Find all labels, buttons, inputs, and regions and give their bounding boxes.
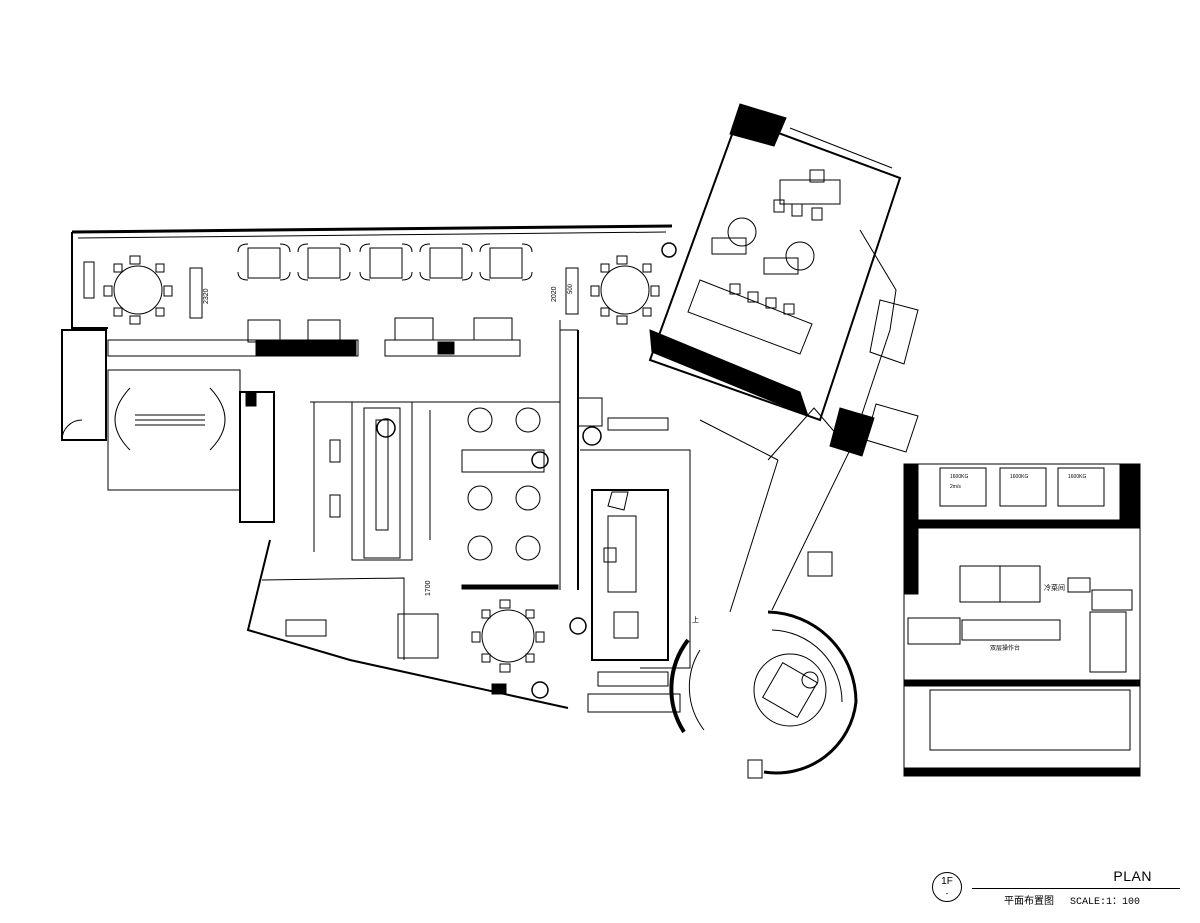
northeast-room xyxy=(648,103,902,422)
kitchen-detail xyxy=(903,463,1141,777)
pavilion xyxy=(669,610,858,779)
floor-badge: 1F - xyxy=(932,872,962,902)
central-bar xyxy=(577,397,691,687)
east-corridor xyxy=(699,229,919,613)
planter-icon xyxy=(376,242,677,699)
plan-subtitle: 平面布置图 xyxy=(1004,896,1054,907)
dimension-labels: 2320 2020 500 1700 上 冷菜间 双层操作台 1600KG 16… xyxy=(203,283,1086,652)
floor-label: 1F xyxy=(941,876,953,887)
stair-core xyxy=(61,329,275,523)
label-cold-dish: 冷菜间 xyxy=(1044,583,1065,592)
consoles xyxy=(83,261,579,319)
round-table-nw xyxy=(103,255,173,325)
label-up: 上 xyxy=(692,615,699,624)
lift-3-capacity: 1600KG xyxy=(1068,474,1086,480)
floor-sublabel: - xyxy=(945,889,949,898)
lift-speed: 2m/s xyxy=(950,484,961,490)
label-double-counter: 双层操作台 xyxy=(990,644,1020,652)
round-table-south xyxy=(471,599,545,673)
four-top-tables xyxy=(461,407,559,590)
dim-2020: 2020 xyxy=(551,286,558,302)
private-room-mid xyxy=(310,401,560,561)
dim-1700: 1700 xyxy=(425,580,432,596)
dim-500: 500 xyxy=(568,283,574,294)
south-west-wing xyxy=(246,539,681,713)
title-block: 1F - PLAN 平面布置图 SCALE:1：100 xyxy=(928,864,1190,912)
scale-text: SCALE:1：100 xyxy=(1070,897,1141,908)
north-dining-hall xyxy=(71,224,673,590)
plan-title: PLAN xyxy=(1113,868,1152,884)
lift-1-capacity: 1600KG xyxy=(950,474,968,480)
title-underline xyxy=(972,888,1180,889)
booth-tables xyxy=(237,243,533,343)
dim-2320: 2320 xyxy=(203,288,210,304)
round-table-ne xyxy=(590,255,660,325)
lift-2-capacity: 1600KG xyxy=(1010,474,1028,480)
